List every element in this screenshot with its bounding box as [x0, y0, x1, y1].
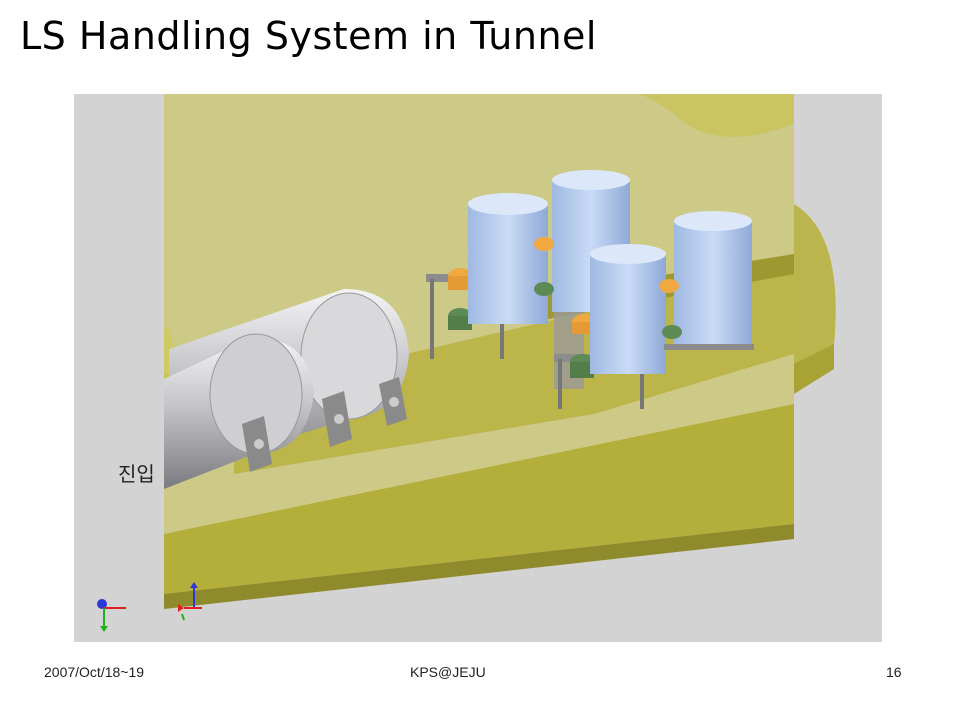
slide-title: LS Handling System in Tunnel — [20, 14, 597, 58]
cylinder-tanks — [164, 289, 409, 489]
tank-frame-4 — [659, 211, 754, 350]
footer-date: 2007/Oct/18~19 — [44, 664, 145, 680]
axis-triad-right — [178, 582, 202, 621]
cad-tunnel-render — [74, 94, 836, 642]
overlay-label: 진입 — [118, 462, 155, 486]
tank-frame-3 — [554, 244, 666, 409]
tank-frame-1 — [426, 193, 548, 359]
axis-triad-left — [97, 599, 126, 632]
page-number: 16 — [886, 664, 902, 680]
right-tunnel-stub — [794, 204, 836, 394]
cad-render-panel: 진입 — [74, 94, 882, 642]
main-tunnel — [74, 94, 794, 642]
process-tanks — [426, 170, 754, 409]
footer-venue: KPS@JEJU — [410, 664, 486, 680]
